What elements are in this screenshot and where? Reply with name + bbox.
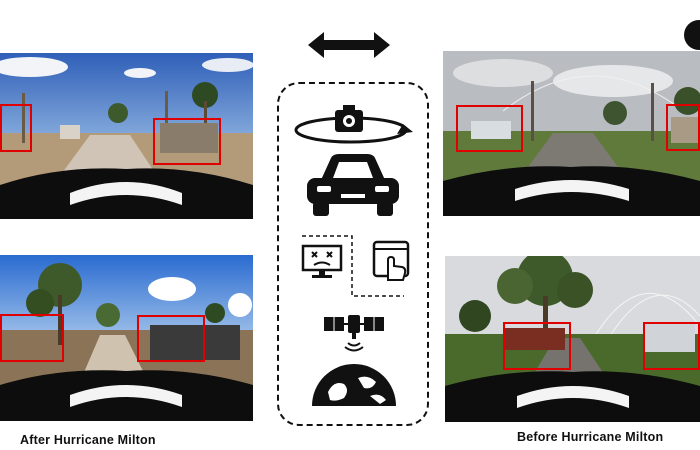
building-highlight-box <box>643 322 700 370</box>
workflow-panel <box>277 82 429 426</box>
building-highlight-box <box>666 104 700 151</box>
double-arrow-icon <box>308 30 390 65</box>
after-street-view-top <box>0 53 253 219</box>
after-street-view-bottom <box>0 255 253 421</box>
car-icon <box>303 150 403 225</box>
workflow-connector <box>300 226 410 305</box>
building-highlight-box <box>456 105 523 152</box>
damage-highlight-box <box>153 118 221 165</box>
damage-highlight-box <box>0 104 32 152</box>
before-street-view-top <box>443 51 700 216</box>
before-caption: Before Hurricane Milton <box>517 430 664 444</box>
building-highlight-box <box>503 322 571 370</box>
corner-badge-icon <box>684 20 700 50</box>
broken-monitor-icon <box>300 243 344 286</box>
camera-rotate-icon <box>291 102 415 153</box>
after-caption: After Hurricane Milton <box>20 433 156 447</box>
touch-screen-icon <box>372 240 412 287</box>
satellite-icon <box>322 313 386 358</box>
globe-icon <box>310 360 398 413</box>
damage-highlight-box <box>137 315 205 362</box>
damage-highlight-box <box>0 314 64 362</box>
before-street-view-bottom <box>445 256 700 422</box>
